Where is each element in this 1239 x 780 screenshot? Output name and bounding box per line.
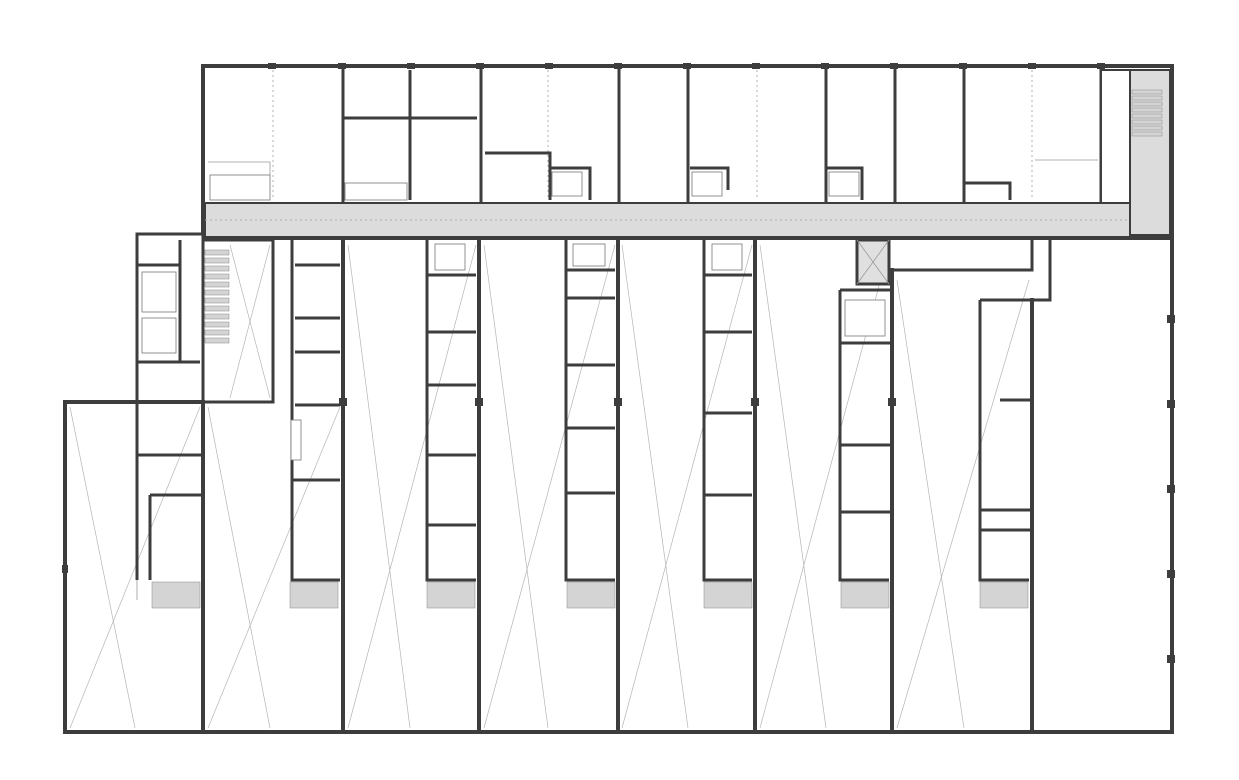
unit-strip-1 — [135, 402, 203, 600]
unit-strip-4 — [564, 240, 615, 582]
south-stairs — [151, 581, 1029, 609]
west-service-block — [135, 232, 275, 404]
south-bays — [62, 238, 1175, 734]
unit-strip-7 — [892, 240, 1052, 582]
unit-strip-5 — [702, 240, 752, 582]
unit-strip-2 — [290, 240, 340, 582]
unit-strip-3 — [425, 240, 476, 582]
north-wing — [201, 63, 1174, 242]
unit-strip-6 — [838, 238, 892, 582]
